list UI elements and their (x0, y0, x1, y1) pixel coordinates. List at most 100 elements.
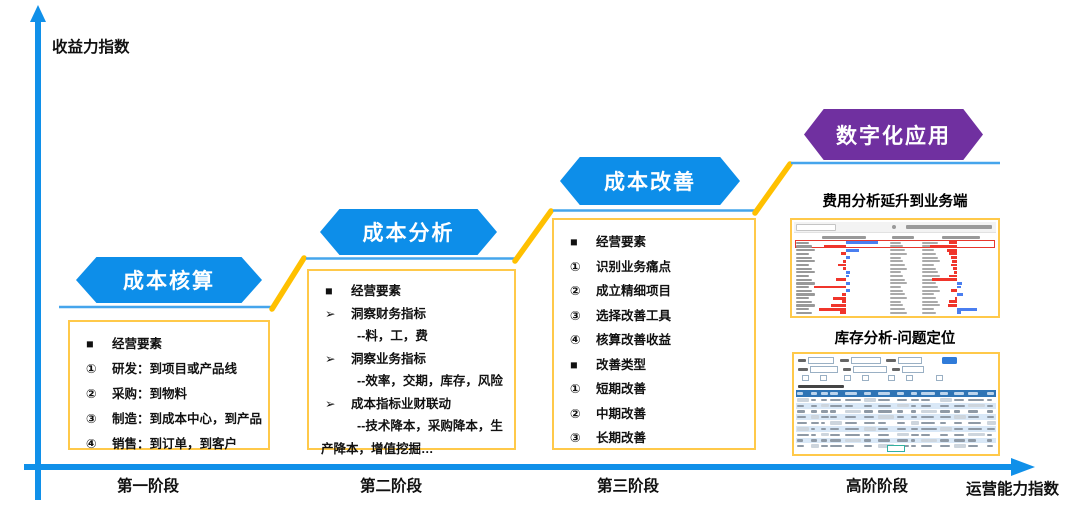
expense-colheader-1 (822, 236, 866, 239)
filter-label (798, 368, 808, 371)
box-item: ③ 长期改善 (564, 426, 748, 451)
variance-bar (947, 248, 957, 252)
item-marker-icon: ① (570, 259, 581, 274)
item-marker-icon: ■ (570, 357, 578, 372)
variance-bar (846, 270, 850, 274)
variance-bar (932, 278, 957, 282)
inventory-table (796, 390, 996, 449)
table-cell (986, 403, 996, 409)
table-cell (863, 403, 877, 409)
stage-box-cost-analysis: ■经营要素➢洞察财务指标--料，工，费➢洞察业务指标--效率，交期，库存，风险➢… (307, 269, 516, 456)
table-cell (939, 438, 953, 444)
table-cell (986, 432, 996, 438)
table-cell (820, 438, 830, 444)
item-text: 短期改善 (596, 382, 647, 396)
table-cell (967, 403, 986, 409)
item-marker-icon: ➢ (325, 306, 336, 321)
table-cell (810, 426, 820, 432)
table-cell (953, 414, 967, 420)
table-cell (863, 426, 877, 432)
filter-label (840, 359, 849, 362)
bar-row (794, 296, 996, 300)
table-cell (810, 443, 820, 449)
table-cell (986, 426, 996, 432)
filter-input (810, 366, 838, 373)
table-cell (939, 409, 953, 415)
table-cell (863, 414, 877, 420)
table-row (796, 425, 996, 432)
filter-checkbox (820, 375, 827, 381)
bar-row (794, 274, 996, 278)
variance-bar (953, 267, 957, 270)
table-cell (810, 420, 820, 426)
table-cell (910, 432, 920, 438)
stage-banner-cost-improvement: 成本改善 (560, 157, 740, 205)
step-riser-2 (512, 208, 554, 264)
table-cell (953, 409, 967, 415)
table-cell (939, 443, 953, 449)
inventory-filter-row-2 (796, 365, 996, 374)
table-cell (829, 414, 843, 420)
filter-input (851, 357, 881, 364)
table-cell (844, 443, 863, 449)
table-cell (829, 432, 843, 438)
box-item: ➢ 洞察业务指标 (319, 348, 508, 371)
item-text: 成立精细项目 (596, 284, 672, 298)
table-cell (877, 397, 896, 403)
expense-screenshot (790, 218, 1000, 318)
table-cell (953, 426, 967, 432)
table-cell (829, 397, 843, 403)
inventory-filter-row-1 (796, 356, 996, 365)
table-cell (967, 397, 986, 403)
expense-bar-rows (794, 240, 996, 315)
expense-column-headers (794, 233, 996, 241)
item-text: 长期改善 (596, 431, 647, 445)
table-cell (796, 409, 810, 415)
expense-panel-title: 费用分析延升到业务端 (822, 194, 968, 210)
table-cell (877, 409, 896, 415)
table-cell (844, 414, 863, 420)
table-cell (953, 438, 967, 444)
table-cell (796, 432, 810, 438)
item-marker-icon: ③ (570, 431, 581, 445)
table-cell (810, 438, 820, 444)
table-cell (810, 409, 820, 415)
header-cell (796, 390, 810, 397)
table-cell (829, 403, 843, 409)
table-row (796, 409, 996, 415)
table-cell (920, 443, 939, 449)
table-cell (820, 443, 830, 449)
filter-label (843, 368, 851, 371)
filter-checkbox (802, 375, 809, 381)
item-text: 洞察业务指标 (351, 351, 427, 366)
variance-bar (846, 274, 849, 278)
table-cell (844, 432, 863, 438)
bar-row (794, 245, 996, 249)
variance-bar (957, 281, 962, 285)
table-cell (910, 420, 920, 426)
table-cell (920, 397, 939, 403)
expense-report-title (906, 225, 992, 229)
header-cell (829, 390, 843, 397)
variance-bar (951, 256, 957, 259)
item-text: 改善类型 (596, 357, 647, 372)
bar-row (794, 278, 996, 282)
table-cell (820, 409, 830, 415)
table-cell (796, 403, 810, 409)
item-text: 选择改善工具 (596, 308, 672, 323)
bar-row (794, 267, 996, 271)
stage-label-1: 第一阶段 (116, 478, 179, 495)
bar-row (794, 270, 996, 275)
box-item: ■经营要素 (80, 332, 262, 357)
table-cell (896, 438, 910, 444)
variance-bar (846, 281, 850, 285)
item-marker-icon: ■ (325, 284, 333, 298)
header-cell (877, 390, 896, 397)
bar-row (794, 252, 996, 256)
item-marker-icon: ➢ (325, 351, 336, 366)
y-axis-label: 收益力指数 (52, 39, 130, 56)
item-text: 销售：到订单，到客户 (112, 437, 238, 451)
